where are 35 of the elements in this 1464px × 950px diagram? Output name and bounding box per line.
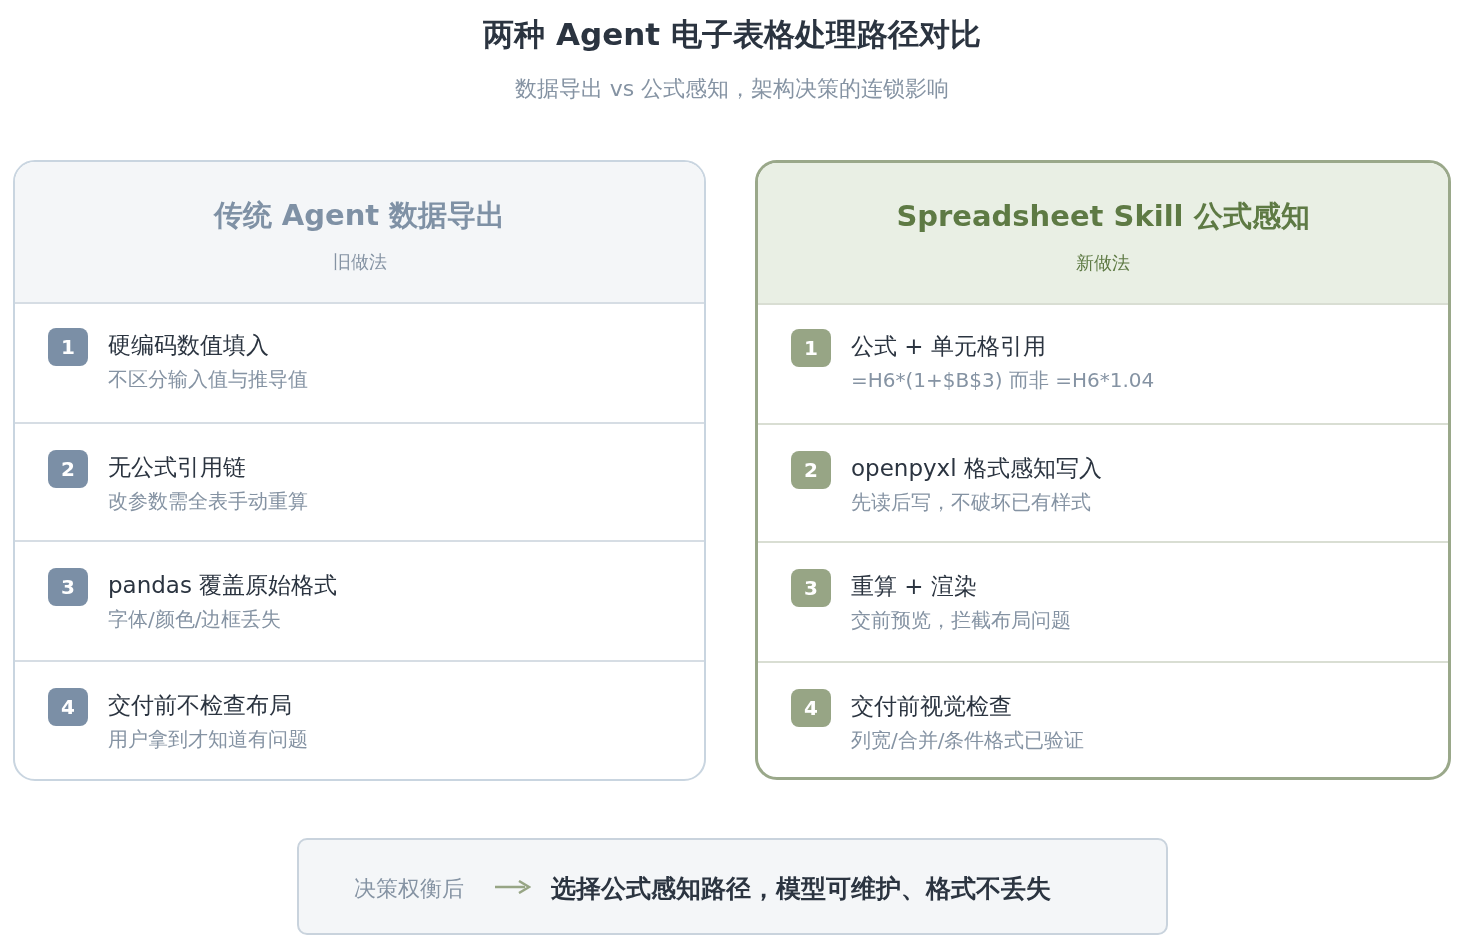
panel-title: Spreadsheet Skill 公式感知 xyxy=(896,198,1310,235)
number-badge: 4 xyxy=(48,688,88,726)
summary-conclusion: 选择公式感知路径，模型可维护、格式不丢失 xyxy=(551,873,1051,905)
item-description: 列宽/合并/条件格式已验证 xyxy=(851,727,1085,754)
number-badge: 1 xyxy=(48,328,88,366)
item-description: 改参数需全表手动重算 xyxy=(108,488,308,515)
item-title: openpyxl 格式感知写入 xyxy=(851,454,1102,483)
item-description: =H6*(1+$B$3) 而非 =H6*1.04 xyxy=(851,367,1155,394)
panel-subtitle: 新做法 xyxy=(1076,251,1130,275)
item-title: 交付前不检查布局 xyxy=(108,691,292,720)
item-description: 不区分输入值与推导值 xyxy=(108,366,308,393)
number-badge: 3 xyxy=(791,569,831,607)
item-description: 交前预览，拦截布局问题 xyxy=(851,607,1071,634)
panel-subtitle: 旧做法 xyxy=(332,250,387,274)
item-title: pandas 覆盖原始格式 xyxy=(108,571,338,600)
item-description: 先读后写，不破坏已有样式 xyxy=(851,489,1091,516)
number-badge: 2 xyxy=(791,451,831,489)
comparison-panel xyxy=(755,160,1451,780)
number-badge: 4 xyxy=(791,689,831,727)
item-description: 字体/颜色/边框丢失 xyxy=(108,606,282,633)
diagram-title: 两种 Agent 电子表格处理路径对比 xyxy=(482,15,982,54)
number-badge: 3 xyxy=(48,568,88,606)
number-badge: 1 xyxy=(791,329,831,367)
comparison-panel xyxy=(13,160,706,781)
item-title: 交付前视觉检查 xyxy=(851,692,1012,721)
item-description: 用户拿到才知道有问题 xyxy=(108,726,308,753)
item-title: 无公式引用链 xyxy=(108,453,246,482)
diagram-subtitle: 数据导出 vs 公式感知，架构决策的连锁影响 xyxy=(513,75,951,103)
summary-box xyxy=(297,838,1168,935)
item-title: 公式 + 单元格引用 xyxy=(851,332,1046,361)
number-badge: 2 xyxy=(48,450,88,488)
item-title: 重算 + 渲染 xyxy=(851,572,977,601)
item-title: 硬编码数值填入 xyxy=(108,331,269,360)
panel-title: 传统 Agent 数据导出 xyxy=(213,197,506,234)
summary-label: 决策权衡后 xyxy=(354,875,464,903)
